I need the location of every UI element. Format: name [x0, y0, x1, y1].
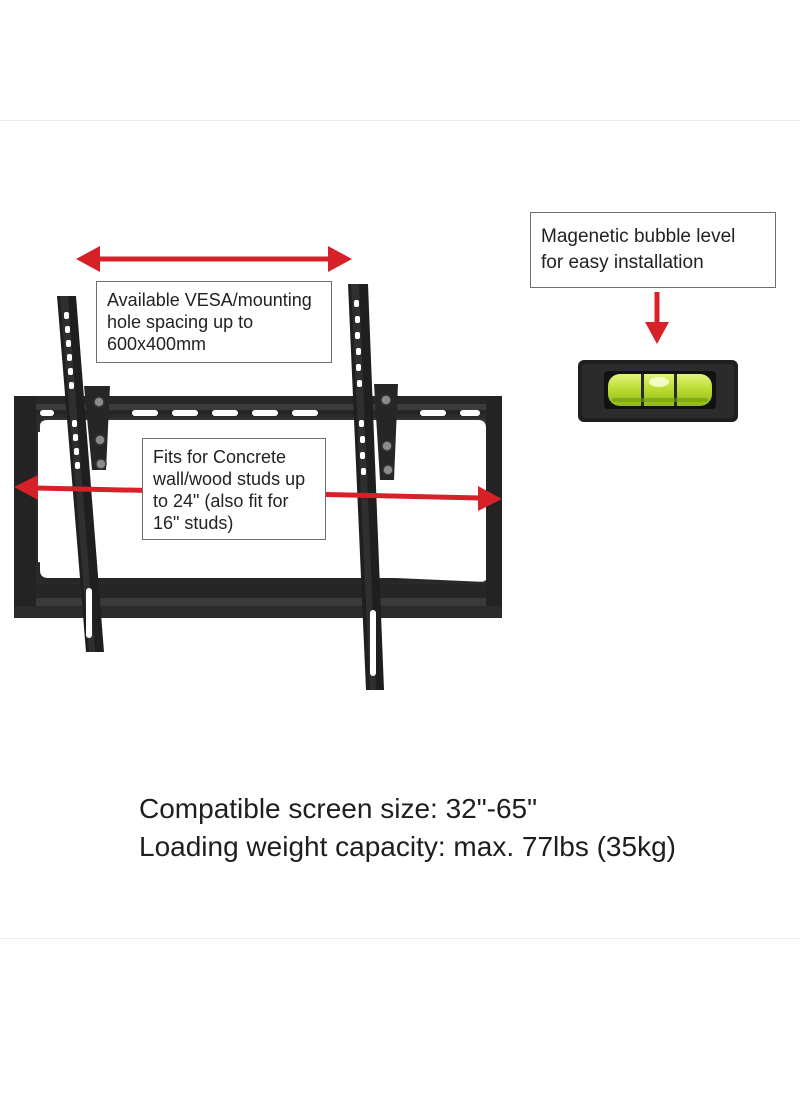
screen-size-spec: Compatible screen size: 32"-65": [139, 793, 538, 824]
callout-text: hole spacing up to: [107, 312, 254, 332]
top-divider: [0, 120, 800, 121]
vesa-width-arrow: [76, 246, 352, 272]
callout-text: Magenetic bubble level: [541, 226, 736, 247]
arrow-down-icon: [645, 292, 669, 344]
callout-text: wall/wood studs up: [153, 469, 306, 489]
callout-text: Fits for Concrete: [153, 447, 287, 467]
right-tilt-arm: [348, 284, 398, 690]
callout-text: 600x400mm: [107, 334, 207, 354]
callout-text: 16" studs): [153, 513, 234, 533]
bubble-level: [578, 360, 738, 422]
left-tilt-arm: [57, 296, 110, 652]
weight-capacity-spec: Loading weight capacity: max. 77lbs (35k…: [139, 831, 676, 862]
specifications: Compatible screen size: 32"-65" Loading …: [139, 790, 676, 866]
stud-compatibility-callout: Fits for Concrete wall/wood studs up to …: [142, 438, 326, 540]
callout-text: for easy installation: [541, 252, 704, 273]
callout-text: to 24" (also fit for: [153, 491, 289, 511]
bubble-level-callout: Magenetic bubble level for easy installa…: [530, 212, 776, 288]
bottom-divider: [0, 938, 800, 939]
callout-text: Available VESA/mounting: [107, 290, 312, 310]
vesa-spacing-callout: Available VESA/mounting hole spacing up …: [96, 281, 332, 363]
